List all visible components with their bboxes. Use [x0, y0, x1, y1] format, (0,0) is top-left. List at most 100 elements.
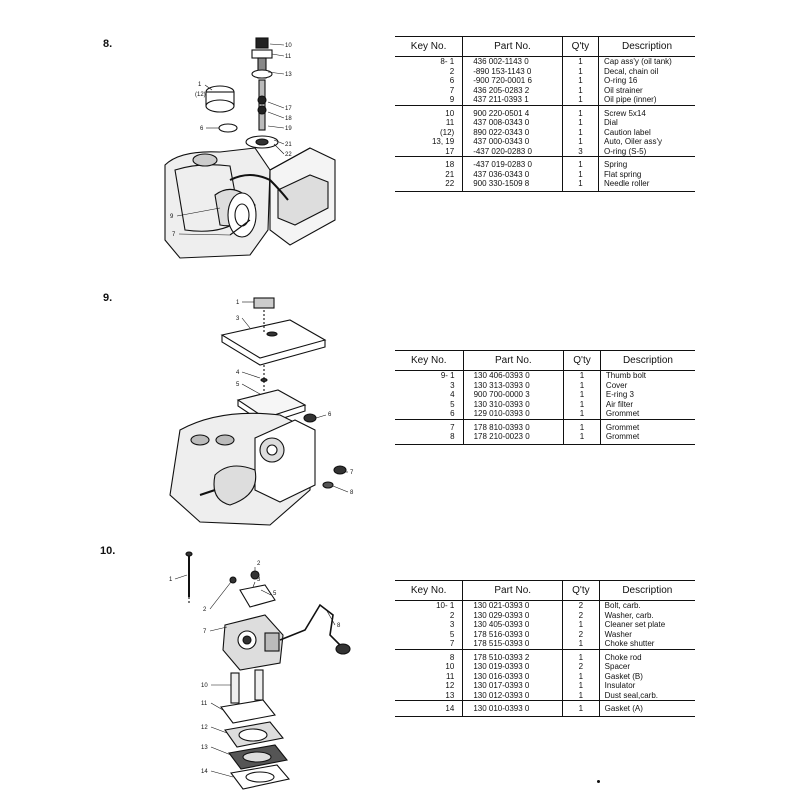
callout: 11	[285, 54, 292, 60]
callout: 12	[201, 725, 208, 731]
cell-qty: 2	[562, 629, 600, 639]
callout: 13	[285, 72, 292, 78]
cell-qty: 1	[561, 76, 599, 86]
cell-part: 178 810-0393 0	[462, 418, 564, 432]
callout: 10	[201, 683, 208, 689]
cell-qty: 1	[562, 671, 600, 681]
cell-part: 130 017-0393 0	[462, 681, 563, 691]
cell-part: 436 002-1143 0	[462, 56, 563, 67]
section-8-number: 8.	[103, 38, 113, 50]
cell-qty: 1	[561, 127, 599, 137]
cell-qty: 1	[561, 169, 599, 179]
callout: 5	[273, 591, 277, 597]
cell-desc: Caution label	[598, 127, 695, 137]
cell-part: 130 010-0393 0	[462, 700, 563, 717]
cell-qty: 1	[561, 66, 599, 76]
callout: 4	[236, 370, 240, 376]
cell-desc: O-ring 16	[598, 76, 695, 86]
callout: 7	[203, 629, 207, 635]
cell-key: (12)	[439, 127, 455, 137]
cell-key: 11	[446, 671, 455, 681]
cell-part: -890 153-1143 0	[462, 66, 563, 76]
header-part: Part No.	[462, 580, 563, 601]
cell-key: 7	[449, 639, 455, 648]
section-9-number: 9.	[103, 292, 113, 304]
callout: 1	[169, 577, 173, 583]
cell-key: 14	[395, 700, 463, 717]
header-qty: Q'ty	[562, 580, 600, 601]
cell-qty: 1	[561, 85, 599, 95]
callout: 6	[328, 412, 332, 418]
cell-key: 9- 1	[440, 371, 455, 380]
page-mark	[597, 780, 600, 783]
cell-desc: Spacer	[598, 662, 695, 672]
callout: 5	[236, 382, 240, 388]
cell-qty: 1	[562, 648, 600, 662]
cell-desc: O-ring (S-5)	[598, 146, 695, 157]
cell-key: 5	[449, 629, 455, 639]
callout: 14	[201, 769, 208, 775]
cell-key: 8	[395, 648, 463, 662]
section-10-number: 10.	[100, 545, 116, 557]
callout: 22	[285, 152, 292, 158]
cell-part: 130 310-0393 0	[462, 399, 564, 409]
cell-desc: Insulator	[598, 681, 695, 691]
callout: 9	[170, 214, 174, 220]
cell-key: 5	[450, 399, 455, 409]
cell-part: 130 405-0393 0	[462, 620, 563, 630]
cell-qty: 1	[562, 681, 600, 691]
cell-key: 13, 19	[431, 137, 455, 146]
cell-part: 130 019-0393 0	[462, 662, 563, 672]
header-part: Part No.	[462, 36, 563, 57]
cell-qty: 1	[562, 620, 600, 630]
cell-part: 437 000-0343 0	[462, 137, 563, 147]
cell-desc: Needle roller	[598, 179, 695, 192]
cell-part: 890 022-0343 0	[462, 127, 563, 137]
callout: 2	[257, 561, 261, 567]
cell-desc: Choke shutter	[598, 639, 695, 649]
cell-desc: Gasket (A)	[598, 700, 695, 717]
cell-qty: 2	[562, 662, 600, 672]
callout: 1	[236, 300, 240, 306]
cell-part: 178 516-0393 0	[462, 629, 563, 639]
callout: 2	[203, 607, 207, 613]
cell-key: 7	[395, 418, 464, 432]
callout: 1	[198, 82, 202, 88]
cell-key: 10- 1	[436, 601, 455, 610]
cell-key: 11	[445, 118, 455, 127]
cell-desc: Gasket (B)	[598, 671, 695, 681]
cell-part: 437 036-0343 0	[462, 169, 563, 179]
cell-key: 21	[445, 169, 455, 179]
cell-qty: 2	[562, 610, 600, 620]
cell-desc: Thumb bolt	[599, 370, 695, 381]
cell-qty: 1	[563, 432, 601, 445]
cell-qty: 1	[561, 95, 599, 105]
cell-qty: 1	[561, 156, 599, 170]
cell-desc: Auto, Oiler ass'y	[598, 137, 695, 147]
cell-qty: 2	[562, 600, 600, 611]
cell-part: 437 211-0393 1	[462, 95, 563, 105]
cell-desc: Flat spring	[598, 169, 695, 179]
cell-qty: 1	[562, 639, 600, 649]
cell-qty: 1	[563, 399, 601, 409]
callout: 3	[236, 316, 240, 322]
cell-part: 130 016-0393 0	[462, 671, 563, 681]
cell-qty: 1	[561, 56, 599, 67]
cell-part: -437 019-0283 0	[462, 156, 563, 170]
header-desc: Description	[598, 36, 695, 57]
cell-part: 130 021-0393 0	[462, 600, 563, 611]
cell-desc: Grommet	[599, 418, 695, 432]
